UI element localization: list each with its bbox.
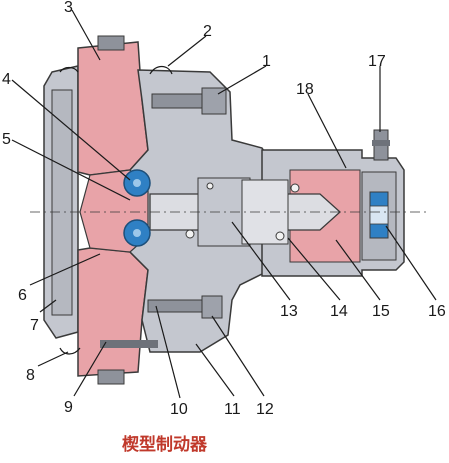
lower-brake-shoe <box>77 247 149 385</box>
callout-9: 9 <box>64 399 73 416</box>
bottom-mounting-bolt <box>147 295 223 319</box>
callout-8: 8 <box>26 367 35 384</box>
callout-6: 6 <box>18 287 27 304</box>
callout-5: 5 <box>2 131 11 148</box>
callout-1: 1 <box>262 53 271 70</box>
rod-pins <box>185 182 300 241</box>
callout-4: 4 <box>2 71 11 88</box>
callout-17: 17 <box>368 53 386 70</box>
roller-upper <box>123 169 151 197</box>
callout-18: 18 <box>296 81 314 98</box>
callout-13: 13 <box>280 303 298 320</box>
bleed-screw <box>372 129 390 161</box>
roller-lower <box>123 219 151 247</box>
callout-11: 11 <box>224 401 241 418</box>
callout-3: 3 <box>64 0 73 16</box>
callout-7: 7 <box>30 317 39 334</box>
callout-2: 2 <box>203 23 212 40</box>
leader-lines <box>11 9 437 399</box>
return-spring-lower <box>59 340 158 355</box>
callout-10: 10 <box>170 401 188 418</box>
callout-12: 12 <box>256 401 274 418</box>
callout-14: 14 <box>330 303 348 320</box>
figure-caption: 楔型制动器 <box>122 434 208 455</box>
upper-brake-shoe <box>77 35 149 176</box>
left-housing-plate <box>43 65 79 339</box>
callout-16: 16 <box>428 303 446 320</box>
callout-15: 15 <box>372 303 390 320</box>
return-spring-upper <box>59 65 173 75</box>
